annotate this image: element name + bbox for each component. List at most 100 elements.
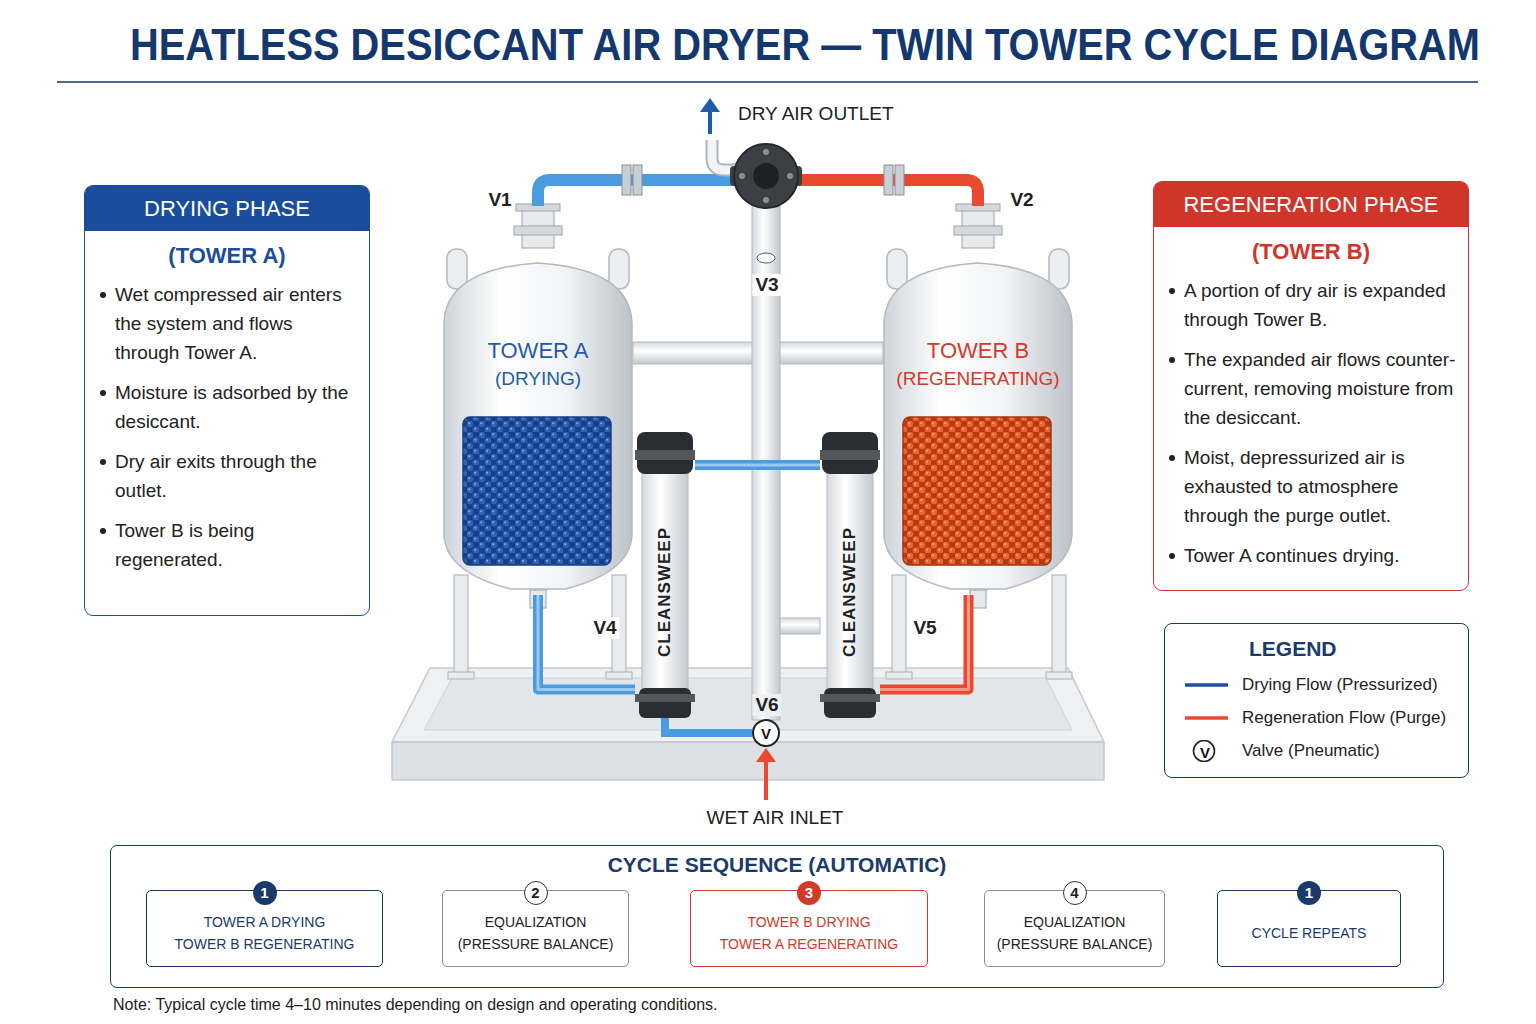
drawn-rect: [780, 618, 820, 634]
drawn-rect: [884, 165, 893, 195]
drawn-rect: [635, 694, 695, 702]
info-panel: DRYING PHASE(TOWER A)Wet compressed air …: [84, 185, 370, 616]
diagram-title: HEATLESS DESICCANT AIR DRYER — TWIN TOWE…: [130, 19, 1480, 71]
drawn-rect: [514, 226, 562, 235]
drawn-rect: [454, 575, 468, 678]
shape-outline: [443, 245, 633, 595]
tower-name: TOWER A: [443, 337, 633, 365]
step-number: 3: [797, 881, 821, 905]
drawn-circle: [739, 173, 745, 179]
drawn-rect: [622, 165, 631, 195]
outlet-elbow: [712, 140, 740, 170]
info-panel: REGENERATION PHASE(TOWER B)A portion of …: [1153, 181, 1469, 591]
step-text: EQUALIZATION (PRESSURE BALANCE): [449, 911, 622, 955]
purge-pipe: [792, 180, 978, 206]
drawn-rect: [606, 672, 632, 679]
step-box: TOWER B DRYINGTOWER A REGENERATING3: [690, 890, 928, 967]
step-text: TOWER A DRYING: [175, 911, 355, 933]
outlet-arrow: [700, 98, 720, 134]
drawn-rect: [820, 694, 880, 702]
port-label: WET AIR INLET: [704, 807, 847, 829]
pipe-connector: [538, 595, 635, 689]
legend-text: Valve (Pneumatic): [1242, 741, 1380, 761]
filter-cylinder: CLEANSWEEP: [820, 432, 880, 718]
bullet-text: Tower A continues drying.: [1154, 541, 1468, 570]
step-number: 1: [253, 881, 277, 905]
pipe-connector: [695, 460, 820, 470]
drawn-rect: [730, 166, 802, 186]
valve-label: V4: [590, 617, 619, 639]
drawn-rect: [642, 468, 688, 694]
outlet-elbow-face: [712, 140, 740, 170]
drawn-rect: [824, 688, 876, 718]
footnote: Note: Typical cycle time 4–10 minutes de…: [110, 994, 721, 1016]
drawn-rect: [639, 688, 691, 718]
drawn-rect: [530, 590, 546, 608]
pipe-connector: [880, 595, 969, 689]
drawn-rect: [827, 468, 873, 694]
drawn-rect: [962, 208, 994, 248]
panel-subtitle: (TOWER B): [1154, 239, 1468, 265]
pipe-highlight: [880, 595, 969, 689]
step-text-group: EQUALIZATION (PRESSURE BALANCE): [991, 911, 1158, 955]
step-text-group: TOWER A DRYINGTOWER B REGENERATING: [175, 911, 355, 955]
drawn-rect: [1052, 575, 1066, 678]
line-sample: [1185, 716, 1228, 720]
drawn-circle: [763, 197, 769, 203]
legend-row: Drying Flow (Pressurized): [1165, 668, 1468, 701]
bullet-text: Tower B is being regenerated.: [85, 516, 369, 574]
drawn-rect: [633, 165, 642, 195]
legend-title: LEGEND: [1165, 624, 1468, 662]
drawn-path: [884, 263, 1072, 589]
central-manifold: [633, 200, 883, 746]
bullet-text: The expanded air flows counter-current, …: [1154, 345, 1468, 432]
legend-text: Drying Flow (Pressurized): [1242, 675, 1438, 695]
valve-label: V1: [485, 189, 514, 211]
legend-row: Valve (Pneumatic): [1165, 734, 1468, 767]
step-text: TOWER B REGENERATING: [175, 933, 355, 955]
inlet-arrow: [756, 748, 776, 800]
tower-name: TOWER B: [883, 337, 1073, 365]
drawn-rect: [635, 450, 695, 460]
step-box: CYCLE REPEATS1: [1217, 890, 1401, 967]
drawn-circle: [753, 720, 779, 746]
step-number: 1: [1297, 881, 1321, 905]
drawn-rect: [609, 249, 629, 289]
inlet-pipe: [665, 718, 752, 733]
cycle-title: CYCLE SEQUENCE (AUTOMATIC): [111, 846, 1443, 878]
drawing-part: [392, 668, 1104, 742]
drawn-rect: [1046, 672, 1072, 679]
drawing-part: [757, 253, 775, 263]
cycle-panel: CYCLE SEQUENCE (AUTOMATIC) TOWER A DRYING…: [110, 845, 1444, 988]
valve-letter: V: [761, 726, 771, 742]
legend-sample: [1182, 674, 1232, 696]
drawn-rect: [954, 226, 1002, 235]
step-text: TOWER B DRYING: [720, 911, 898, 933]
valve-label: V6: [752, 694, 781, 716]
step-number: 4: [1063, 881, 1087, 905]
drawn-circle: [763, 149, 769, 155]
bullet-text: Wet compressed air enters the system and…: [85, 280, 369, 367]
dry-air-pipe: [538, 180, 740, 206]
legend-row: Regeneration Flow (Purge): [1165, 701, 1468, 734]
step-text: CYCLE REPEATS: [1252, 922, 1367, 944]
valve-label: V2: [1007, 189, 1036, 211]
step-text: EQUALIZATION (PRESSURE BALANCE): [991, 911, 1158, 955]
drawn-circle: [753, 163, 779, 189]
shape-svg: [443, 245, 633, 595]
tower-text-group: TOWER B(REGENERATING): [883, 245, 1073, 393]
drawn-rect: [887, 249, 907, 289]
title-rule: [57, 81, 1478, 83]
drawn-rect: [516, 204, 560, 211]
step-text-group: TOWER B DRYINGTOWER A REGENERATING: [720, 911, 898, 955]
pipe-highlight: [538, 595, 635, 689]
step-box: EQUALIZATION (PRESSURE BALANCE)2: [442, 890, 629, 967]
bullet-text: Dry air exits through the outlet.: [85, 447, 369, 505]
drawn-rect: [956, 204, 1000, 211]
skid-base: [392, 668, 1104, 780]
drawing-part: [708, 110, 712, 134]
drawing-part: [764, 760, 768, 800]
pipe-flanges: [622, 165, 904, 195]
panel-header: DRYING PHASE: [85, 186, 369, 231]
